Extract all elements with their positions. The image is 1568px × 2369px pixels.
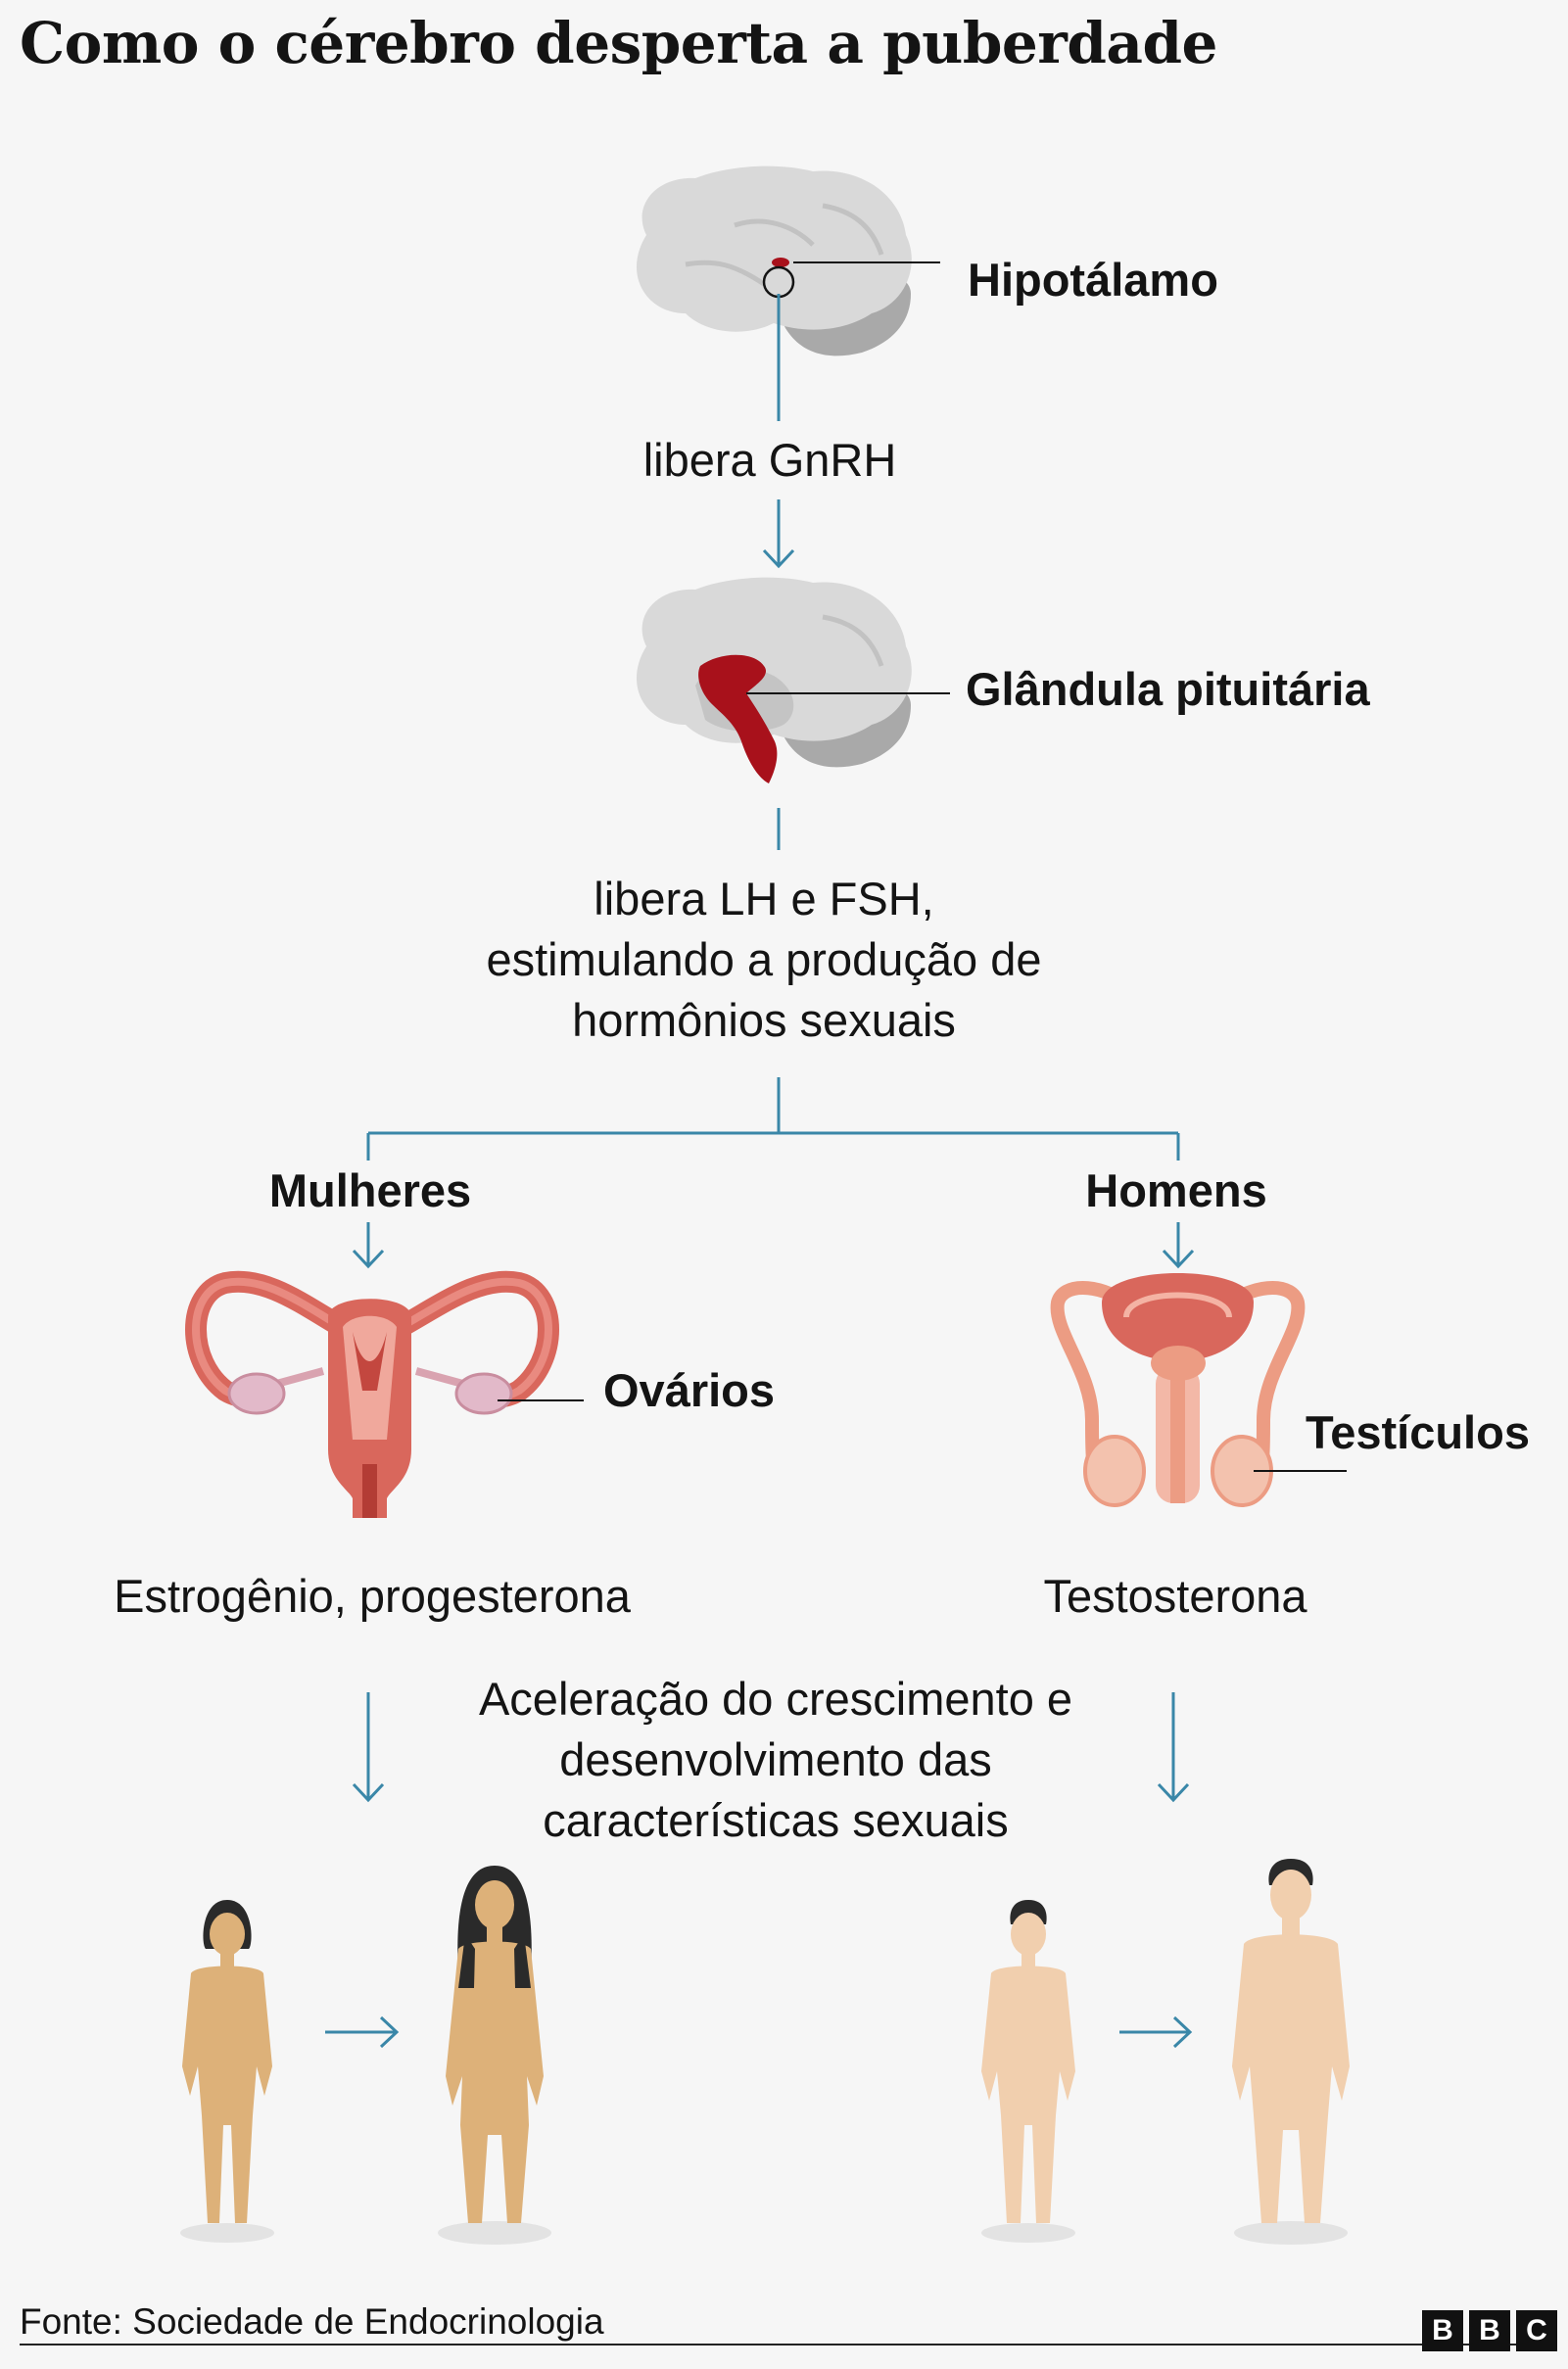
page-title: Como o cérebro desperta a puberdade: [20, 10, 1217, 76]
step1-label: libera GnRH: [642, 434, 897, 486]
step2-line: estimulando a produção de: [486, 933, 1042, 985]
ovaries-label: Ovários: [603, 1364, 776, 1416]
women-hormones-label: Estrogênio, progesterona: [114, 1570, 631, 1622]
effect-line: características sexuais: [543, 1794, 1009, 1846]
effect-label: Aceleração do crescimento e desenvolvime…: [384, 1669, 1167, 1851]
women-label: Mulheres: [268, 1164, 472, 1216]
uterus-icon: [185, 1270, 584, 1518]
logo-letter: B: [1469, 2310, 1510, 2351]
men-label: Homens: [1085, 1164, 1267, 1216]
brain-icon: [636, 577, 950, 783]
logo-letter: C: [1516, 2310, 1557, 2351]
arrow-down-icon: [762, 499, 795, 569]
pituitary-label: Glândula pituitária: [966, 663, 1370, 715]
step2-label: libera LH e FSH, estimulando a produção …: [372, 869, 1156, 1051]
arrow-right-icon: [325, 2015, 400, 2049]
arrow-down-icon: [352, 1692, 385, 1803]
testicles-label: Testículos: [1306, 1406, 1530, 1458]
men-hormones-label: Testosterona: [1043, 1570, 1307, 1622]
effect-line: desenvolvimento das: [559, 1733, 992, 1785]
effect-line: Aceleração do crescimento e: [478, 1673, 1073, 1725]
step2-line: hormônios sexuais: [572, 994, 956, 1046]
arrow-down-icon: [1157, 1692, 1190, 1803]
step2-line: libera LH e FSH,: [594, 873, 934, 924]
bbc-logo: B B C: [1422, 2310, 1557, 2351]
male-reproductive-icon: [1050, 1273, 1347, 1507]
arrow-right-icon: [1119, 2015, 1193, 2049]
source-text: Fonte: Sociedade de Endocrinologia: [20, 2301, 604, 2342]
footer-divider: [20, 2344, 1548, 2345]
girl-figure-icon: [182, 1900, 272, 2223]
brain-icon: [636, 166, 940, 356]
woman-figure-icon: [446, 1866, 544, 2223]
logo-letter: B: [1422, 2310, 1463, 2351]
man-figure-icon: [1232, 1859, 1350, 2223]
arrow-down-icon: [352, 1222, 385, 1269]
hypothalamus-label: Hipotálamo: [968, 254, 1218, 306]
boy-figure-icon: [981, 1900, 1075, 2223]
arrow-down-icon: [1162, 1222, 1195, 1269]
branch-connector: [366, 1077, 1180, 1161]
